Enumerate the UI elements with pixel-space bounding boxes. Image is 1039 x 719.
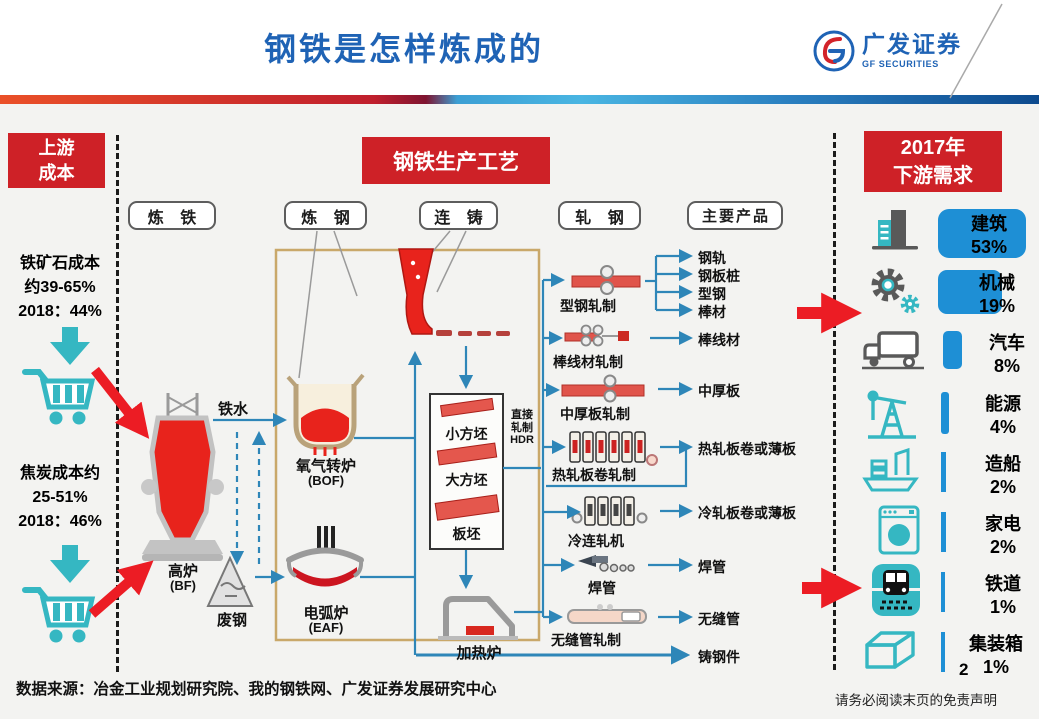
gf-logo-icon (813, 30, 855, 72)
demand-label: 建筑 (971, 214, 1007, 234)
gears-icon (862, 262, 922, 316)
mill-label-welded-pipe: 焊管 (588, 580, 616, 596)
demand-item-machinery: 机械 19% (958, 272, 1036, 319)
product-rail: 钢轨 (698, 250, 726, 266)
demand-bar-energy (941, 392, 949, 434)
product-seamless-pipe: 无缝管 (698, 611, 740, 627)
demand-bar-ship (941, 452, 946, 492)
demand-pct: 1% (989, 597, 1016, 618)
disclaimer-text: 请务必阅读末页的免责声明 (835, 693, 997, 708)
mill-label-seamless: 无缝管轧制 (551, 632, 621, 648)
bof-abbr: (BOF) (307, 473, 345, 488)
demand-item-appliance: 家电 2% (964, 513, 1039, 560)
demand-item-railway: 铁道 1% (964, 573, 1039, 620)
hdr-note: 直接 轧制 HDR (510, 409, 534, 447)
demand-label: 铁道 (985, 574, 1021, 594)
billet-label: 小方坯 (445, 426, 488, 442)
demand-bar-railway (941, 572, 945, 612)
oil-pump-icon (864, 384, 922, 442)
product-plate: 中厚板 (698, 383, 740, 399)
mill-label-hot-strip: 热轧板卷轧制 (552, 467, 636, 483)
hot-metal-label: 铁水 (218, 401, 249, 418)
stage-steelmaking: 炼 钢 (284, 201, 367, 230)
truck-icon (862, 328, 924, 372)
production-process-tag: 钢铁生产工艺 (362, 137, 550, 184)
gf-securities-logo: 广发证券 GF SECURITIES (813, 30, 962, 72)
demand-item-energy: 能源 4% (964, 393, 1039, 440)
page-title: 钢铁是怎样炼成的 (263, 31, 544, 67)
header-divider-bar (0, 95, 1039, 104)
slab-label: 板坯 (452, 526, 481, 542)
demand-bar-appliance (941, 512, 946, 552)
mill-label-section: 型钢轧制 (560, 298, 616, 314)
stage-ironmaking: 炼 铁 (128, 201, 216, 230)
eaf-abbr: (EAF) (308, 620, 344, 635)
product-hot-coil: 热轧板卷或薄板 (698, 441, 796, 457)
bf-label: 高炉 (167, 563, 198, 580)
cart-icon (22, 365, 100, 427)
product-welded-pipe: 焊管 (698, 559, 726, 575)
cart-icon (22, 583, 100, 645)
eaf-label: 电弧炉 (303, 605, 349, 622)
product-sheet-pile: 钢板桩 (698, 268, 740, 284)
demand-pct: 2% (989, 537, 1016, 558)
product-bar: 棒材 (698, 304, 726, 320)
logo-text-cn: 广发证券 (862, 31, 962, 57)
reheat-furnace-label: 加热炉 (456, 645, 502, 662)
mill-label-cold: 冷连轧机 (568, 533, 624, 549)
demand-pct: 19% (978, 296, 1016, 317)
demand-pct: 4% (989, 417, 1016, 438)
product-section: 型钢 (698, 286, 726, 302)
bof-label: 氧气转炉 (295, 458, 356, 475)
stage-main-products: 主要产品 (687, 201, 783, 230)
data-source-text: 数据来源：冶金工业规划研究院、我的钢铁网、广发证券发展研究中心 (16, 681, 497, 698)
demand-label: 造船 (985, 454, 1021, 474)
down-arrow-icon (50, 327, 90, 365)
demand-pct: 2% (989, 477, 1016, 498)
coke-cost-text: 焦炭成本约 25-51% 2018：46% (18, 465, 102, 530)
demand-bar-container (941, 632, 945, 672)
ship-icon (860, 444, 922, 496)
demand-item-auto: 汽车 8% (968, 332, 1039, 379)
demand-pct: 1% (982, 657, 1009, 678)
demand-bar-building (938, 209, 1026, 258)
demand-pct: 53% (970, 237, 1008, 258)
demand-label: 机械 (979, 273, 1015, 293)
demand-label: 集装箱 (969, 634, 1023, 654)
demand-bar-machinery (938, 270, 1002, 314)
downstream-demand-tag: 2017年 下游需求 (864, 131, 1002, 192)
demand-label: 能源 (985, 394, 1021, 414)
mill-label-plate: 中厚板轧制 (560, 406, 630, 422)
container-icon (860, 624, 920, 674)
right-dashed-divider (833, 133, 836, 670)
bloom-label: 大方坯 (445, 472, 488, 488)
mill-label-bar-wire: 棒线材轧制 (553, 354, 623, 370)
demand-pct: 8% (993, 356, 1020, 377)
washing-machine-icon (874, 504, 924, 558)
page-number: 2 (959, 660, 969, 679)
down-arrow-icon (50, 545, 90, 583)
train-icon (868, 562, 924, 620)
product-cold-coil: 冷轧板卷或薄板 (698, 505, 796, 521)
scrap-label: 废钢 (216, 612, 247, 629)
upstream-cost-tag: 上游 成本 (8, 133, 105, 188)
demand-item-building: 建筑 53% (950, 213, 1028, 260)
building-icon (869, 206, 921, 254)
iron-ore-cost-text: 铁矿石成本 约39-65% 2018：44% (18, 255, 102, 320)
demand-label: 家电 (985, 514, 1021, 534)
demand-label: 汽车 (989, 333, 1025, 353)
stage-rolling: 轧 钢 (558, 201, 641, 230)
stage-casting: 连 铸 (419, 201, 498, 230)
product-bar-wire: 棒线材 (698, 332, 740, 348)
product-cast-steel: 铸钢件 (698, 649, 740, 665)
left-dashed-divider (116, 135, 119, 672)
bf-abbr: (BF) (170, 578, 196, 593)
demand-bar-auto (943, 331, 962, 369)
demand-item-ship: 造船 2% (964, 453, 1039, 500)
logo-text-en: GF SECURITIES (862, 59, 939, 69)
demand-item-container: 集装箱 1% (957, 633, 1035, 680)
